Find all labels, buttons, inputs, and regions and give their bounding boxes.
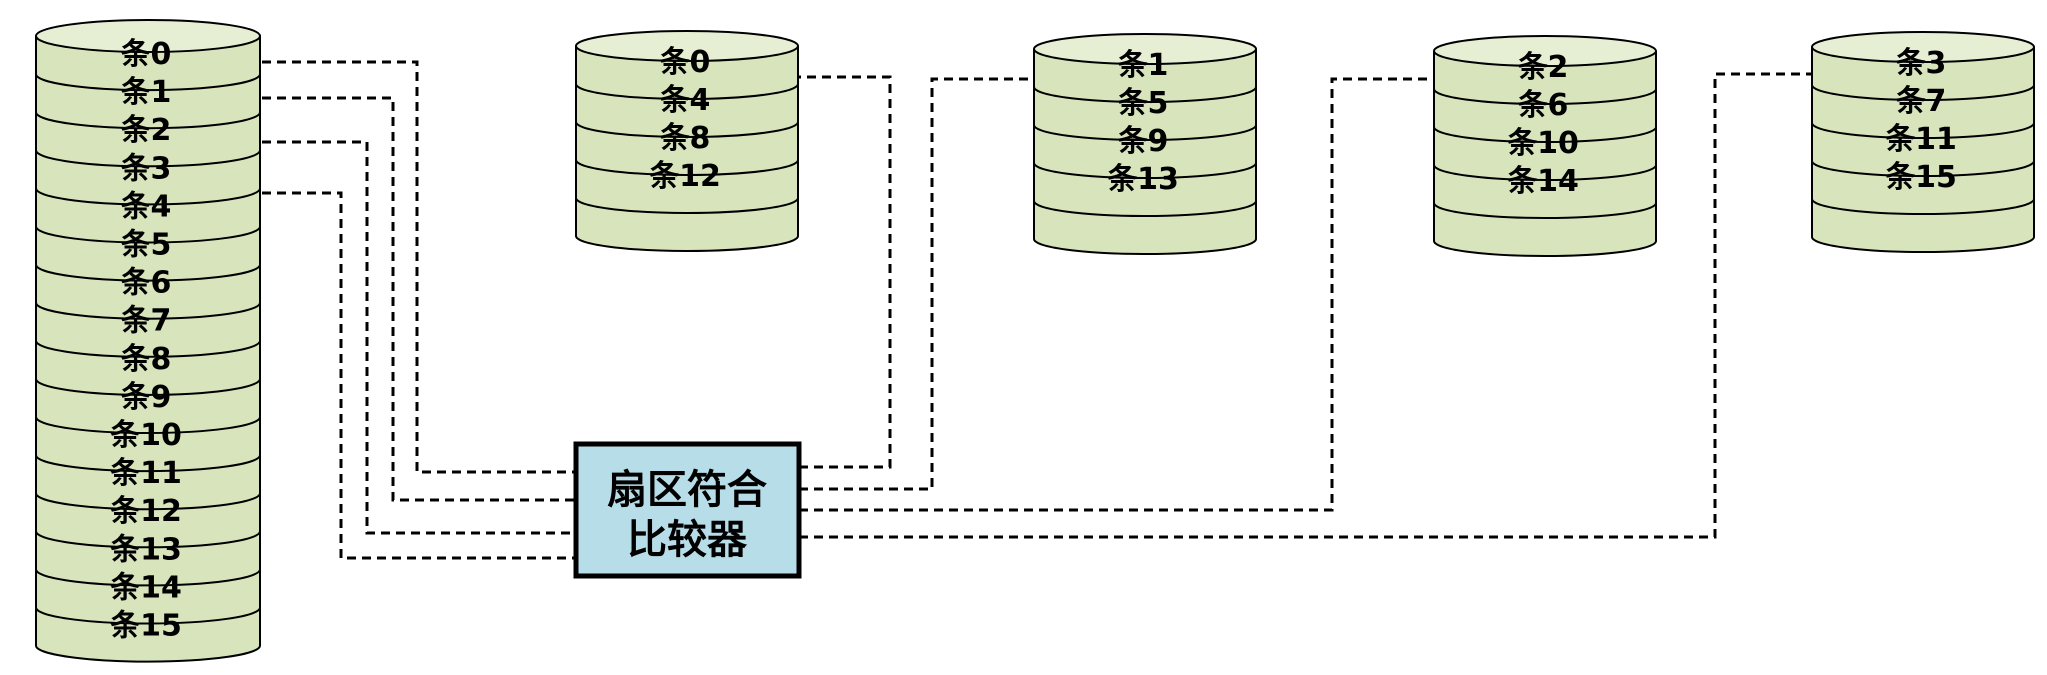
strip-label: 条2 xyxy=(121,113,172,148)
strip-divider xyxy=(575,121,799,138)
connector-comparator-to-disk3 xyxy=(799,77,1432,512)
strip-label: 条15 xyxy=(110,609,182,644)
strip-divider xyxy=(35,454,261,473)
strip-label: 条14 xyxy=(1507,164,1579,199)
strip-divider xyxy=(35,111,261,130)
connector-comparator-to-disk4 xyxy=(799,72,1812,539)
strip-divider xyxy=(1433,164,1657,181)
connector-strip0-to-comparator xyxy=(262,60,576,474)
strip-divider xyxy=(35,340,261,358)
strip-label: 条6 xyxy=(1518,88,1569,123)
strip-label: 条11 xyxy=(110,456,182,491)
connector-comparator-to-disk2 xyxy=(799,77,1030,491)
strip-label: 条0 xyxy=(121,37,172,72)
strip-divider xyxy=(35,607,261,625)
strip-divider xyxy=(1033,86,1257,103)
strip-label: 条0 xyxy=(660,45,711,80)
strip-divider xyxy=(1033,124,1257,141)
strip-divider xyxy=(35,226,261,244)
strip-label: 条15 xyxy=(1885,160,1957,195)
strip-label: 条6 xyxy=(121,266,172,301)
strip-divider xyxy=(575,83,799,100)
connector-strip3-to-comparator xyxy=(262,191,576,560)
comparator-label-line2: 比较器 xyxy=(627,517,748,563)
strip-label: 条13 xyxy=(1107,162,1179,197)
disk-top xyxy=(1433,35,1657,67)
strip-divider xyxy=(1433,88,1657,105)
strip-divider xyxy=(35,492,261,511)
strip-divider xyxy=(1811,84,2035,101)
strip-divider xyxy=(1433,126,1657,143)
strip-divider xyxy=(1033,162,1257,179)
strip-label: 条4 xyxy=(660,83,711,118)
strip-label: 条11 xyxy=(1885,122,1957,157)
disk-body xyxy=(35,36,261,663)
connector-comparator-to-disk1 xyxy=(799,75,892,469)
strip-divider xyxy=(35,188,261,206)
strip-divider xyxy=(35,302,261,320)
strip-label: 条4 xyxy=(121,189,172,224)
strip-label: 条7 xyxy=(121,304,172,339)
strip-label: 条8 xyxy=(121,342,172,377)
strip-divider xyxy=(35,531,261,549)
strip-divider xyxy=(35,73,261,92)
strip-label: 条5 xyxy=(121,228,172,263)
connector-strip1-to-comparator xyxy=(262,96,576,502)
strip-label: 条13 xyxy=(110,532,182,567)
strip-label: 条5 xyxy=(1118,86,1169,121)
strip-divider xyxy=(35,569,261,587)
strip-label: 条7 xyxy=(1896,84,1947,119)
disk-top xyxy=(1811,31,2035,63)
strip-divider xyxy=(1811,122,2035,139)
comparator-box xyxy=(573,441,802,579)
strip-label: 条12 xyxy=(110,494,182,529)
strip-divider xyxy=(1033,200,1257,217)
strip-divider xyxy=(35,416,261,434)
strip-label: 条3 xyxy=(121,151,172,186)
strip-divider xyxy=(35,264,261,282)
disk-top xyxy=(35,19,261,53)
comparator-label-line1: 扇区符合 xyxy=(607,467,767,513)
strip-label: 条1 xyxy=(121,75,172,110)
strip-divider xyxy=(1811,198,2035,215)
sector-match-comparator: 扇区符合 比较器 xyxy=(573,441,802,579)
disk-top xyxy=(575,30,799,62)
strip-divider xyxy=(1433,202,1657,219)
strip-divider xyxy=(1811,160,2035,177)
disk-top xyxy=(1033,33,1257,65)
strip-label: 条14 xyxy=(110,570,182,605)
strip-label: 条8 xyxy=(660,121,711,156)
strip-label: 条9 xyxy=(121,380,172,415)
strip-label: 条10 xyxy=(1507,126,1579,161)
strip-label: 条9 xyxy=(1118,124,1169,159)
strip-label: 条1 xyxy=(1118,48,1169,83)
strip-label: 条10 xyxy=(110,418,182,453)
strip-divider xyxy=(575,197,799,214)
connector-lines xyxy=(262,60,1812,560)
strip-divider xyxy=(35,150,261,168)
strip-divider xyxy=(35,378,261,396)
connector-strip2-to-comparator xyxy=(262,140,576,535)
strip-divider xyxy=(575,159,799,176)
strip-label: 条3 xyxy=(1896,46,1947,81)
strip-label: 条12 xyxy=(649,159,721,194)
strip-label: 条2 xyxy=(1518,50,1569,85)
